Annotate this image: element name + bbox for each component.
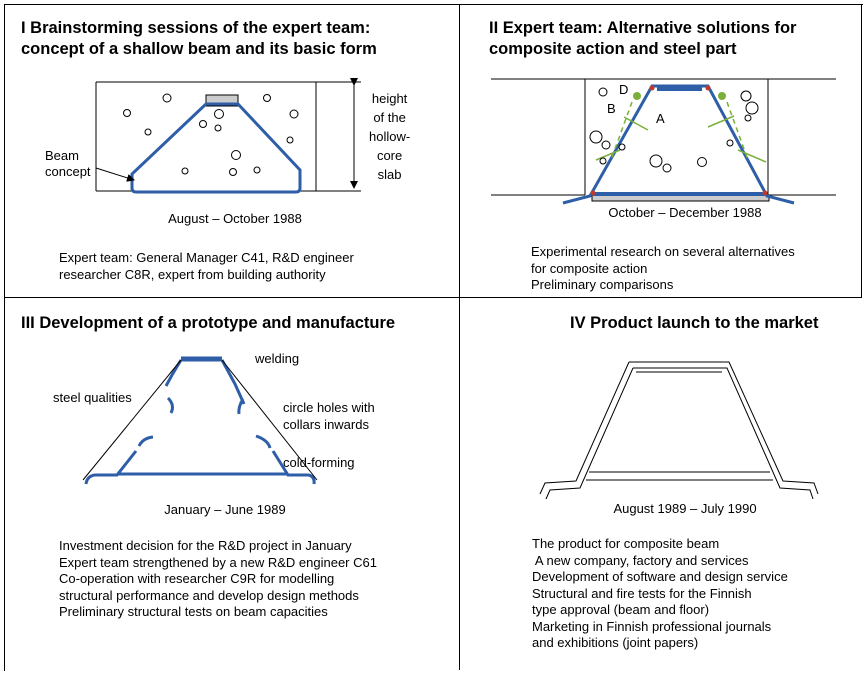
panel-4-caption: August 1989 – July 1990 bbox=[613, 501, 757, 516]
beam-concept-label-line-1: Beam bbox=[45, 148, 79, 163]
panel-3-notes: Investment decision for the R&D project … bbox=[59, 538, 377, 621]
panel-divider-horizontal bbox=[4, 297, 862, 298]
hollow-core-voids bbox=[123, 93, 299, 176]
panel-4-note: The product for composite beam bbox=[532, 536, 720, 551]
panel-3-note: structural performance and develop desig… bbox=[59, 587, 359, 603]
alternative-d-label: D bbox=[619, 82, 629, 97]
steel-part-shape bbox=[562, 84, 795, 205]
panel-1-drawing bbox=[95, 78, 361, 194]
panel-4-note: Structural and fire tests for the Finnis… bbox=[532, 585, 752, 601]
beam-concept-label: Beam concept bbox=[45, 148, 91, 180]
panel-divider-right bbox=[861, 4, 862, 298]
panel-2-voids bbox=[589, 87, 759, 173]
alternative-a-label: A bbox=[656, 111, 665, 126]
slab-height-label: height of the hollow- core slab bbox=[369, 89, 410, 184]
panel-4-note: and exhibitions (joint papers) bbox=[532, 635, 699, 650]
panel-4-title-line-1: IV Product launch to the market bbox=[570, 314, 819, 332]
slab-height-label-line-2: of the bbox=[373, 110, 406, 125]
welding-label: welding bbox=[255, 351, 300, 366]
panel-1-note: Expert team: General Manager C41, R&D en… bbox=[59, 250, 354, 265]
circle-holes-label: circle holes with collars inwards bbox=[283, 399, 375, 433]
steel-qualities-label: steel qualities bbox=[53, 390, 132, 405]
beam-concept-arrow bbox=[95, 167, 135, 182]
panel-3-note: Preliminary structural tests on beam cap… bbox=[59, 604, 328, 619]
weld-points bbox=[590, 85, 768, 196]
panel-2-drawing bbox=[491, 78, 836, 205]
panel-4-note: Marketing in Finnish professional journa… bbox=[532, 618, 772, 634]
panel-4-note: A new company, factory and services bbox=[532, 552, 749, 568]
panel-1-title: I Brainstorming sessions of the expert t… bbox=[21, 18, 377, 60]
panel-2-title-line-1: II Expert team: Alternative solutions fo… bbox=[489, 19, 797, 37]
panel-grid bbox=[4, 4, 863, 671]
panel-2-title: II Expert team: Alternative solutions fo… bbox=[489, 18, 796, 60]
panel-4-title: IV Product launch to the market bbox=[570, 313, 818, 334]
panel-1-caption: August – October 1988 bbox=[168, 211, 302, 226]
panel-1-note: researcher C8R, expert from building aut… bbox=[59, 266, 326, 282]
panel-1-title-line-1: I Brainstorming sessions of the expert t… bbox=[21, 19, 371, 37]
panel-1-title-line-2: concept of a shallow beam and its basic … bbox=[21, 40, 377, 58]
panel-2-note: Experimental research on several alterna… bbox=[531, 244, 795, 259]
panel-3-title-line-1: III Development of a prototype and manuf… bbox=[21, 314, 396, 332]
panel-1-notes: Expert team: General Manager C41, R&D en… bbox=[59, 250, 354, 283]
beam-concept-shape bbox=[130, 102, 302, 194]
panel-3-construction-lines bbox=[82, 359, 318, 481]
alternative-b-label: B bbox=[607, 101, 616, 116]
composite-alternatives bbox=[595, 101, 767, 163]
panel-4-drawing bbox=[539, 361, 819, 500]
panel-3-title: III Development of a prototype and manuf… bbox=[21, 313, 395, 334]
beam-concept-label-line-2: concept bbox=[45, 164, 91, 179]
slab-height-label-line-3: hollow- bbox=[369, 129, 411, 144]
beam-top-plate bbox=[205, 94, 239, 107]
panel-3-note: Co-operation with researcher C9R for mod… bbox=[59, 571, 335, 586]
green-connectors bbox=[633, 92, 726, 100]
panel-divider-vertical bbox=[459, 4, 460, 670]
panel-4-note: type approval (beam and floor) bbox=[532, 602, 710, 617]
slab-height-label-line-1: height bbox=[371, 91, 408, 106]
slab-height-label-line-5: slab bbox=[377, 167, 402, 182]
panel-3-caption: January – June 1989 bbox=[164, 502, 286, 517]
panel-2-notes: Experimental research on several alterna… bbox=[531, 244, 795, 294]
panel-2-title-line-2: composite action and steel part bbox=[489, 40, 737, 58]
panel-4-notes: The product for composite beam A new com… bbox=[532, 536, 788, 652]
slab-height-label-line-4: core bbox=[376, 148, 403, 163]
circle-holes-label-line-2: collars inwards bbox=[283, 417, 369, 432]
circle-holes-label-line-1: circle holes with bbox=[283, 400, 375, 415]
cold-forming-label: cold-forming bbox=[283, 455, 355, 470]
panel-2-caption: October – December 1988 bbox=[608, 205, 762, 220]
panel-2-note: for composite action bbox=[531, 260, 648, 276]
panel-4-note: Development of software and design servi… bbox=[532, 569, 788, 584]
panel-2-note: Preliminary comparisons bbox=[531, 277, 674, 292]
panel-3-note: Investment decision for the R&D project … bbox=[59, 538, 352, 553]
panel-3-drawing bbox=[84, 356, 316, 485]
panel-3-note: Expert team strengthened by a new R&D en… bbox=[59, 554, 377, 570]
